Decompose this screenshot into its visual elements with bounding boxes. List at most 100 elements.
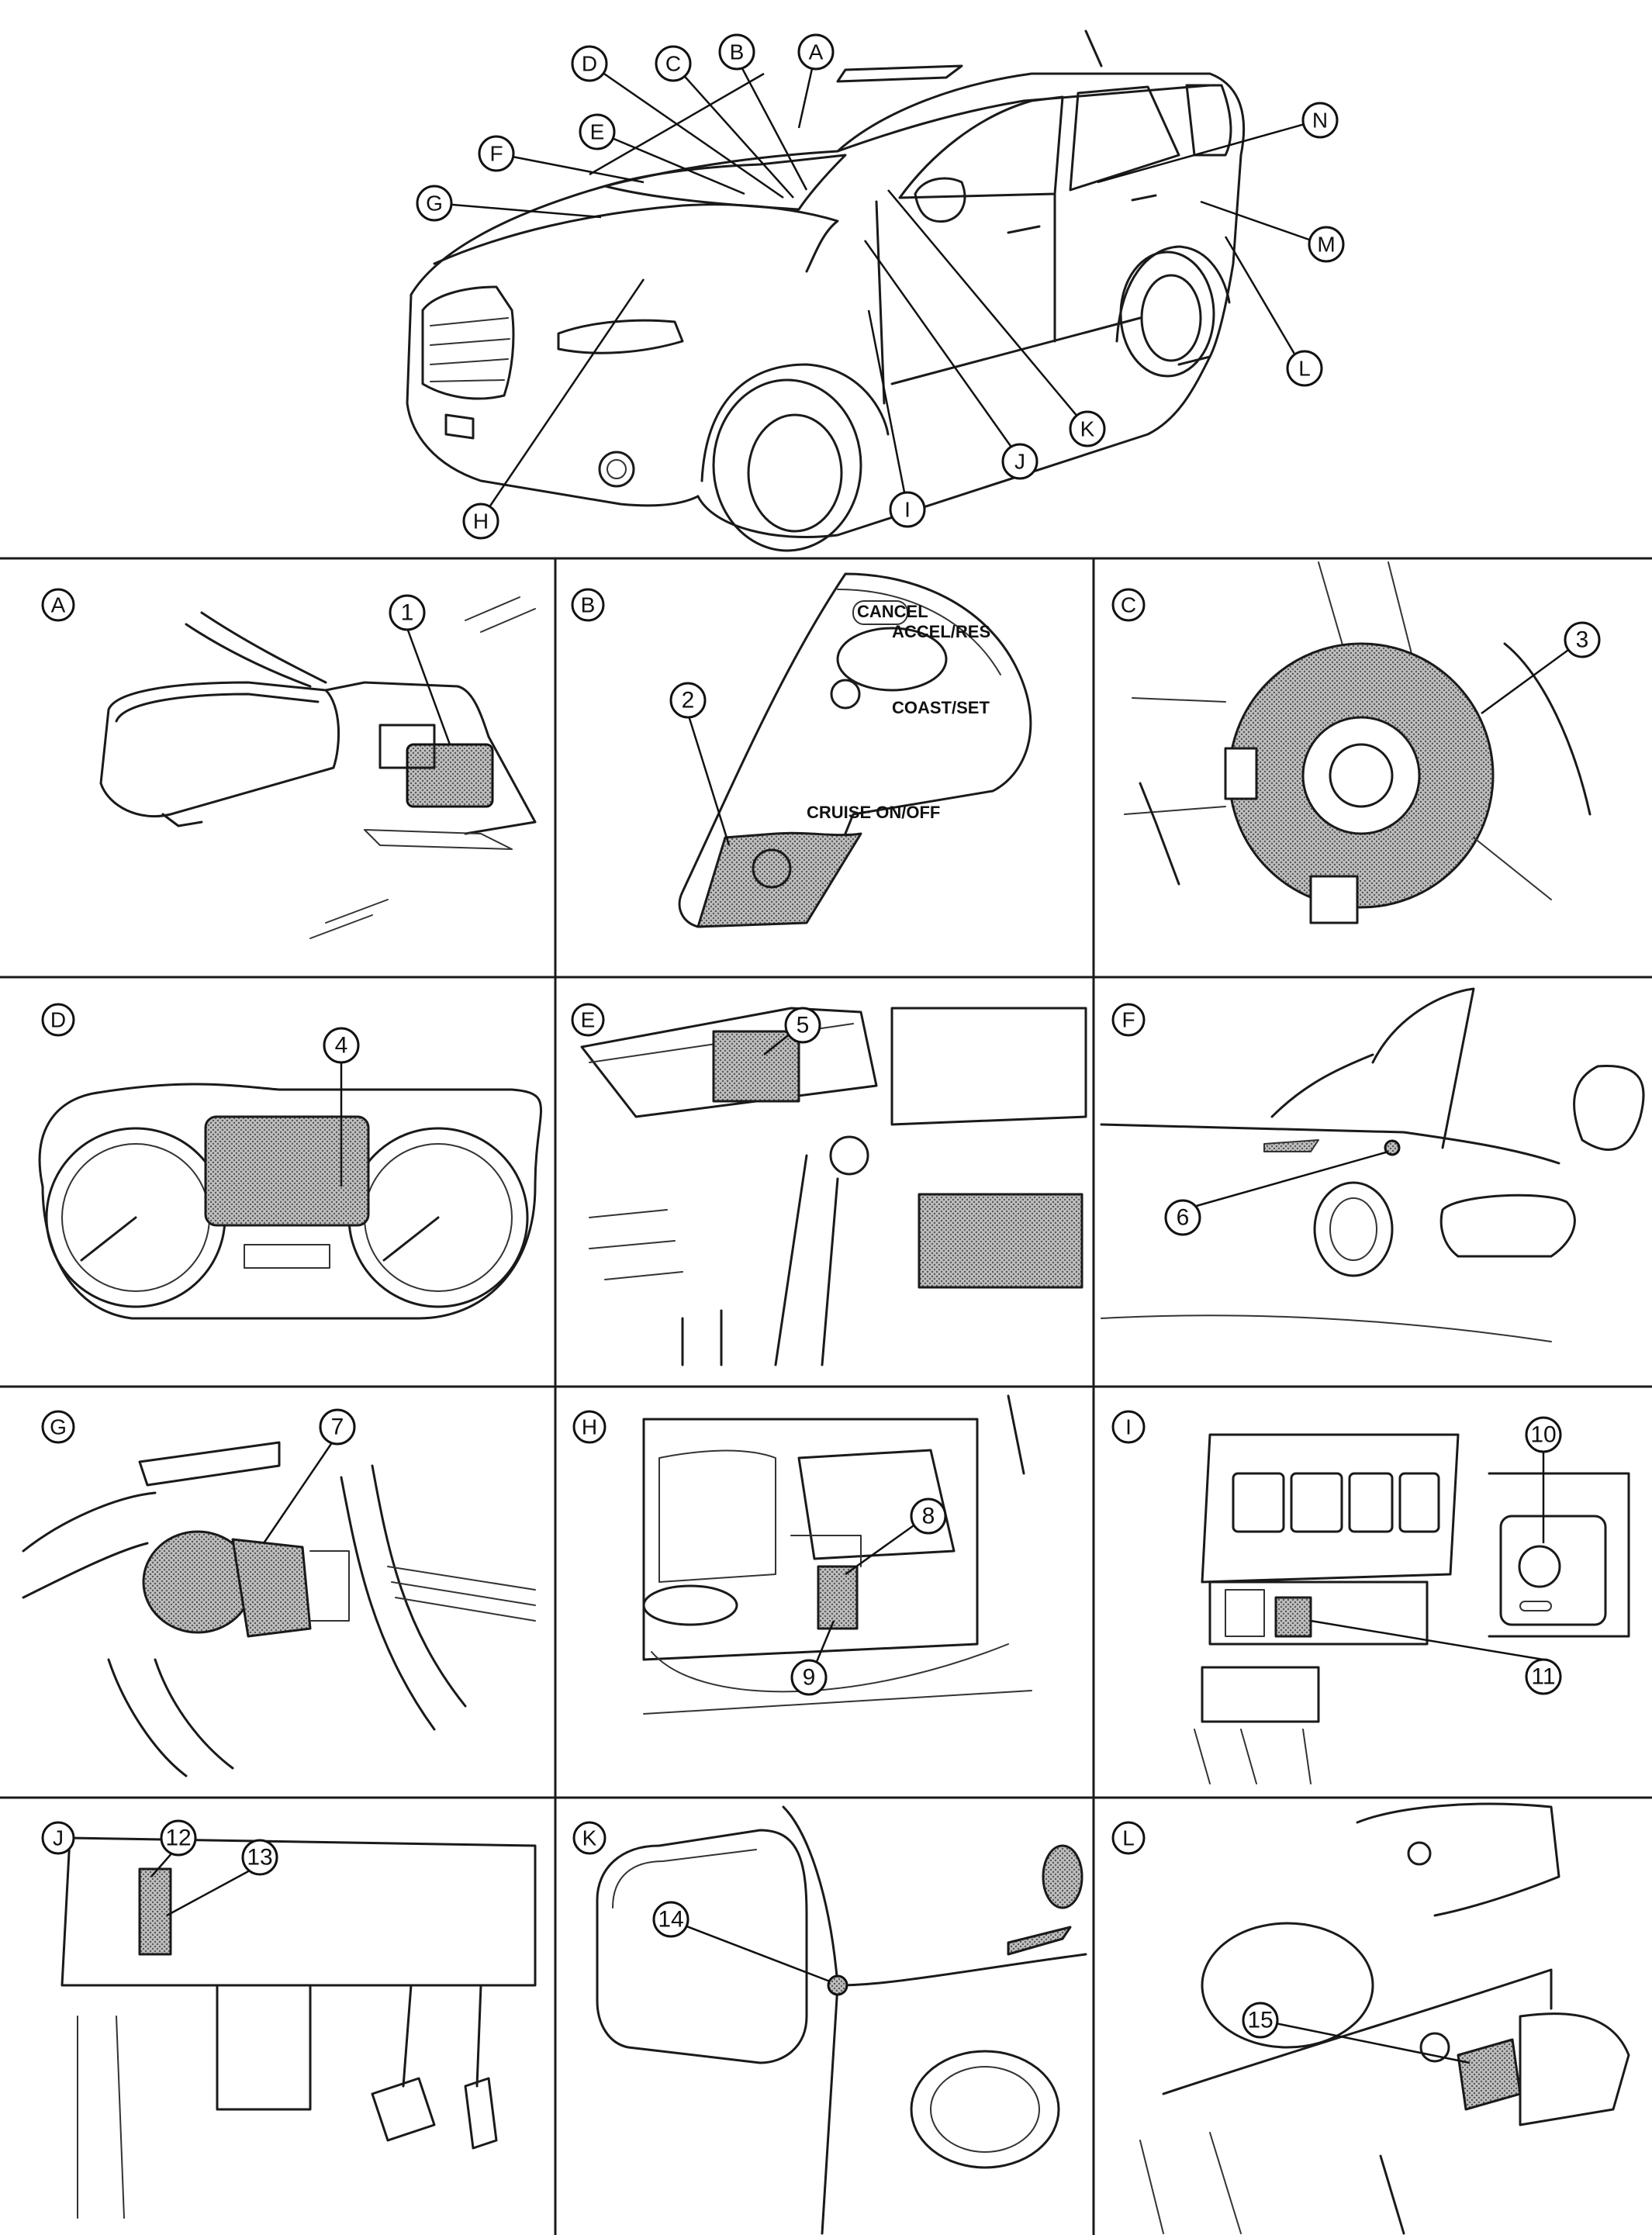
- panel-tag-text: E: [581, 1008, 596, 1032]
- panel-tag-b: B: [571, 588, 605, 622]
- part-callout-9: 9: [790, 1659, 828, 1696]
- car-callout-a: A: [797, 33, 835, 71]
- car-callout-n: N: [1301, 102, 1339, 139]
- callout-text: H: [473, 510, 489, 534]
- part-callout-11: 11: [1525, 1658, 1562, 1695]
- panel-tag-k: K: [572, 1821, 607, 1855]
- panel-i: [1194, 1433, 1630, 1784]
- switch-accel-res-label: ACCEL/RES: [892, 622, 990, 641]
- part-callout-1: 1: [389, 594, 426, 631]
- part-callout-4: 4: [323, 1027, 360, 1064]
- panel-tag-text: C: [1121, 593, 1136, 617]
- car-callout-k: K: [1069, 410, 1106, 447]
- panel-tag-text: F: [1121, 1008, 1135, 1032]
- part-callout-7: 7: [319, 1408, 356, 1446]
- part-number: 12: [165, 1826, 191, 1851]
- panel-tag-d: D: [41, 1003, 75, 1037]
- panel-tag-text: B: [581, 593, 596, 617]
- car-callout-g: G: [416, 185, 453, 222]
- part-number: 3: [1576, 627, 1589, 653]
- panel-d: [38, 1055, 542, 1320]
- part-callout-15: 15: [1242, 2002, 1279, 2039]
- car-leader-lines: [434, 57, 1323, 520]
- switch-coast-set-label: COAST/SET: [892, 698, 990, 717]
- panel-tag-a: A: [41, 588, 75, 622]
- callout-text: K: [1080, 417, 1095, 441]
- panel-g: [22, 1434, 536, 1777]
- panel-tag-j: J: [41, 1821, 75, 1855]
- car-callout-m: M: [1308, 226, 1345, 263]
- panel-f: [1100, 987, 1645, 1342]
- panel-tag-l: L: [1111, 1821, 1146, 1855]
- part-callout-8: 8: [910, 1497, 947, 1535]
- part-number: 6: [1177, 1205, 1190, 1231]
- part-number: 14: [658, 1907, 683, 1933]
- panel-l: [1139, 1802, 1630, 2235]
- callout-text: M: [1317, 233, 1335, 257]
- part-number: 4: [335, 1033, 348, 1059]
- panel-tag-text: G: [50, 1415, 67, 1439]
- panel-e: [580, 1007, 1087, 1366]
- panel-tag-c: C: [1111, 588, 1146, 622]
- panel-tag-e: E: [571, 1003, 605, 1037]
- part-callout-12: 12: [160, 1819, 197, 1857]
- panel-j: [60, 1836, 537, 2219]
- panel-tag-text: I: [1125, 1415, 1132, 1439]
- panel-h: [642, 1394, 1032, 1715]
- callout-text: J: [1014, 450, 1025, 474]
- callout-text: D: [582, 52, 597, 76]
- part-callout-13: 13: [241, 1839, 278, 1876]
- panel-tag-g: G: [41, 1410, 75, 1444]
- part-number: 7: [331, 1415, 344, 1440]
- part-callout-3: 3: [1564, 621, 1601, 658]
- part-number: 8: [922, 1504, 935, 1529]
- panel-tag-text: H: [582, 1415, 597, 1439]
- car-overview: [406, 29, 1246, 552]
- part-callout-14: 14: [652, 1901, 689, 1938]
- panel-a: [99, 596, 537, 939]
- panel-tag-f: F: [1111, 1003, 1146, 1037]
- car-callout-c: C: [655, 45, 692, 82]
- panel-tag-i: I: [1111, 1410, 1146, 1444]
- car-callout-h: H: [462, 503, 499, 540]
- panel-grid: [0, 557, 1652, 2235]
- panel-tag-text: K: [582, 1826, 597, 1850]
- part-callout-5: 5: [784, 1007, 821, 1044]
- switch-cancel-label: CANCEL: [857, 602, 928, 621]
- part-number: 5: [797, 1013, 810, 1038]
- part-number: 11: [1531, 1664, 1555, 1690]
- car-callout-j: J: [1001, 443, 1039, 480]
- callout-text: L: [1298, 357, 1311, 381]
- panel-tag-text: J: [53, 1826, 64, 1850]
- car-callout-f: F: [478, 135, 515, 172]
- car-callout-e: E: [579, 113, 616, 150]
- callout-text: C: [665, 52, 681, 76]
- callout-text: I: [904, 498, 911, 522]
- part-number: 13: [247, 1845, 272, 1871]
- panel-b: [678, 572, 1032, 928]
- panel-tag-text: D: [50, 1008, 66, 1032]
- callout-text: G: [426, 192, 443, 216]
- part-number: 9: [803, 1665, 816, 1691]
- callout-text: F: [489, 142, 503, 166]
- car-callout-b: B: [718, 33, 755, 71]
- car-callout-i: I: [889, 491, 926, 528]
- part-number: 2: [682, 688, 695, 713]
- callout-text: A: [809, 40, 824, 64]
- panel-k: [596, 1805, 1087, 2235]
- panel-tag-text: A: [51, 593, 66, 617]
- car-callout-l: L: [1286, 350, 1323, 387]
- part-number: 1: [401, 600, 414, 626]
- callout-text: N: [1312, 109, 1328, 133]
- part-number: 10: [1530, 1422, 1556, 1448]
- callout-text: B: [730, 40, 745, 64]
- callout-text: E: [590, 120, 605, 144]
- part-number: 15: [1247, 2008, 1273, 2033]
- switch-cruise-onoff-label: CRUISE ON/OFF: [807, 803, 940, 822]
- part-callout-2: 2: [669, 682, 707, 719]
- panel-c: [1124, 561, 1592, 924]
- part-callout-10: 10: [1525, 1416, 1562, 1453]
- panel-tag-h: H: [572, 1410, 607, 1444]
- panel-tag-text: L: [1122, 1826, 1135, 1850]
